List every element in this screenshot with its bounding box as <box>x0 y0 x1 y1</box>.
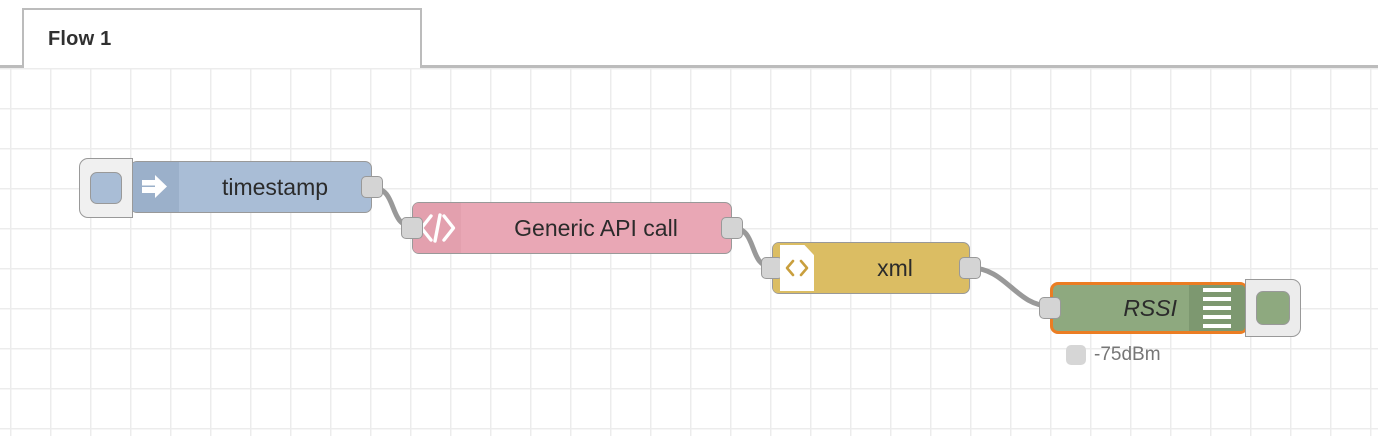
port-in-xml[interactable] <box>761 257 783 279</box>
debug-line-4 <box>1203 315 1231 319</box>
arrow-right-icon <box>131 162 179 212</box>
inject-trigger-button[interactable] <box>79 158 133 218</box>
debug-lines-icon <box>1189 285 1245 331</box>
port-out-api[interactable] <box>721 217 743 239</box>
debug-enable-toggle-inner <box>1256 291 1290 325</box>
tab-flow-1[interactable]: Flow 1 <box>22 8 422 68</box>
inject-trigger-button-inner <box>90 172 122 204</box>
node-api-label: Generic API call <box>514 214 678 241</box>
node-debug-label: RSSI <box>1123 294 1177 321</box>
flow-canvas[interactable]: timestamp Generic API call <box>0 68 1378 436</box>
debug-line-5 <box>1203 324 1231 328</box>
node-debug-rssi[interactable]: RSSI <box>1039 279 1301 337</box>
node-xml[interactable]: xml <box>761 242 981 294</box>
status-indicator-icon <box>1066 345 1086 365</box>
node-xml-label: xml <box>877 254 913 281</box>
node-status-debug: -75dBm <box>1066 344 1161 366</box>
tab-flow-1-label: Flow 1 <box>48 27 112 50</box>
port-in-debug[interactable] <box>1039 297 1061 319</box>
node-inject-label: timestamp <box>221 173 329 200</box>
debug-line-3 <box>1203 306 1231 310</box>
port-out-inject[interactable] <box>361 176 383 198</box>
node-function-generic-api-call[interactable]: Generic API call <box>401 202 743 254</box>
status-text: -75dBm <box>1094 344 1161 365</box>
xml-page-icon <box>773 243 821 293</box>
xml-page-icon-sheet <box>780 245 814 291</box>
port-in-api[interactable] <box>401 217 423 239</box>
flow-tab-bar: Flow 1 <box>0 0 1378 68</box>
debug-line-1 <box>1203 288 1231 292</box>
debug-line-2 <box>1203 297 1231 301</box>
debug-enable-toggle-button[interactable] <box>1245 279 1301 337</box>
port-out-xml[interactable] <box>959 257 981 279</box>
node-inject-timestamp[interactable]: timestamp <box>79 158 383 218</box>
